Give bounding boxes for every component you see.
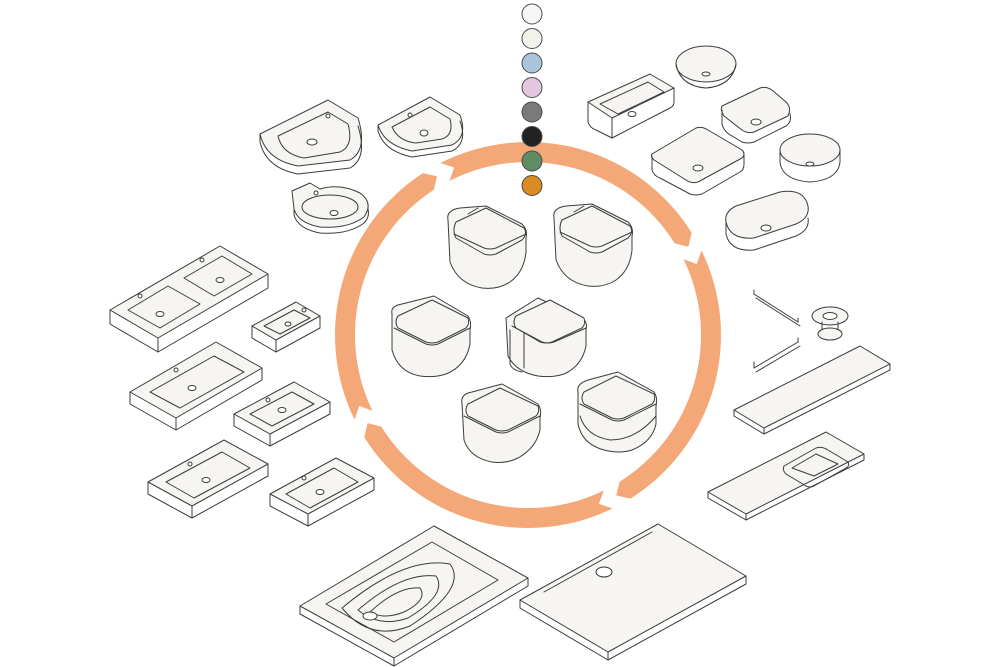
- washbasin-double[interactable]: [109, 245, 269, 353]
- cycle-arrow-top: [440, 141, 692, 247]
- cycle-arrow-left: [335, 173, 438, 420]
- washbasin-curved-small[interactable]: [377, 96, 464, 158]
- washbasin-medium-rect[interactable]: [233, 381, 331, 447]
- washbasin-rect-top-left[interactable]: [587, 73, 675, 139]
- color-swatch-black[interactable]: [521, 126, 543, 147]
- countertop-plain[interactable]: [733, 345, 891, 435]
- bowl-round-top[interactable]: [675, 45, 737, 89]
- color-swatch-orange[interactable]: [521, 175, 543, 196]
- towel-rail-bottom[interactable]: [753, 337, 801, 373]
- countertop-integrated-basin[interactable]: [707, 431, 865, 521]
- towel-rail-top[interactable]: [753, 289, 801, 327]
- washbasin-wide[interactable]: [129, 341, 263, 431]
- washbasin-rect-center[interactable]: [650, 126, 745, 196]
- washbasin-pill[interactable]: [725, 190, 809, 251]
- toilet-close-coupled[interactable]: [505, 297, 587, 378]
- color-swatch-green[interactable]: [521, 150, 543, 172]
- washbasin-square-soft[interactable]: [720, 86, 791, 144]
- toilet-back-to-wall[interactable]: [391, 295, 472, 378]
- washbasin-small-square[interactable]: [251, 301, 321, 353]
- washbasin-rect-b[interactable]: [269, 457, 375, 527]
- color-swatch-white[interactable]: [521, 3, 543, 25]
- cycle-arrow-right: [616, 250, 721, 499]
- color-swatch-column: [521, 3, 543, 196]
- shower-tray-flat[interactable]: [519, 523, 747, 661]
- cycle-ring: [335, 141, 721, 528]
- washbasin-curved-large[interactable]: [259, 99, 363, 175]
- color-swatch-pink[interactable]: [521, 77, 543, 98]
- washbasin-rect-a[interactable]: [147, 439, 269, 519]
- color-swatch-light-blue[interactable]: [521, 52, 543, 74]
- toilet-rimless-1[interactable]: [447, 205, 527, 289]
- bowl-round-right[interactable]: [779, 133, 841, 183]
- color-swatch-grey[interactable]: [521, 101, 543, 123]
- toilet-rimless-2[interactable]: [553, 203, 633, 287]
- color-swatch-cream[interactable]: [521, 28, 543, 49]
- shower-tray-sculpted[interactable]: [299, 525, 529, 667]
- washbasin-oval-countertop[interactable]: [291, 182, 369, 234]
- toilet-floor-standing[interactable]: [577, 371, 658, 453]
- toilet-roll-holder[interactable]: [811, 306, 849, 341]
- toilet-wall-hung[interactable]: [461, 383, 542, 463]
- cycle-arrow-bottom: [364, 423, 613, 528]
